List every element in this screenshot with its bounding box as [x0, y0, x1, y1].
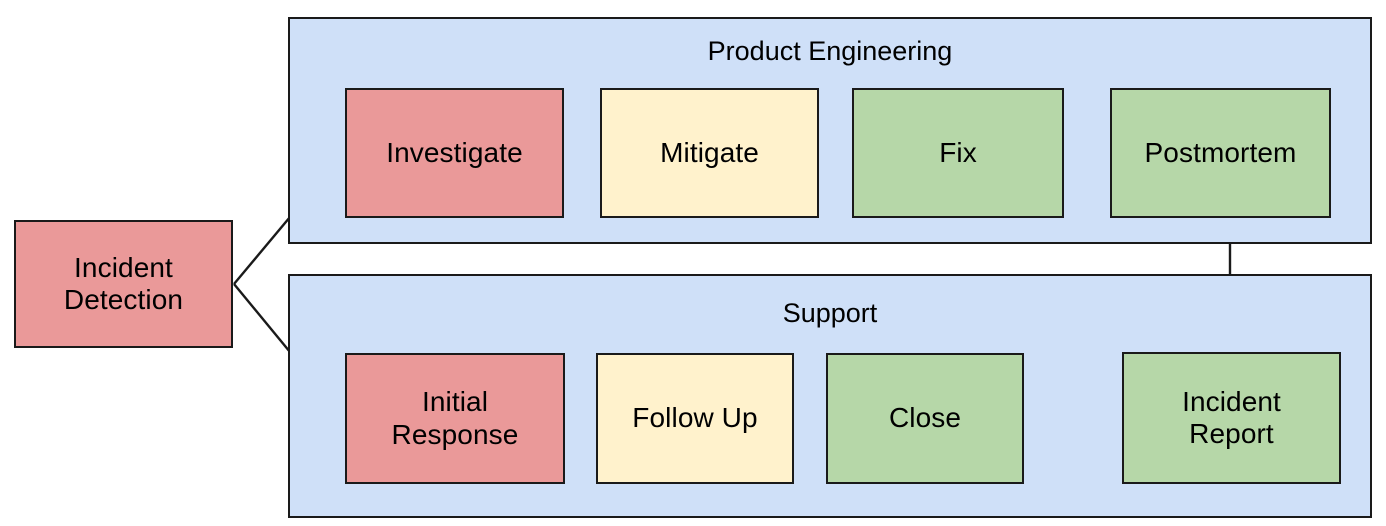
node-incident-detection[interactable]: Incident Detection — [14, 220, 233, 348]
node-close-label: Close — [888, 402, 962, 434]
node-initial-response-line2: Response — [391, 418, 519, 450]
lane-title-support: Support — [782, 298, 878, 328]
node-postmortem[interactable]: Postmortem — [1110, 88, 1331, 218]
node-fix[interactable]: Fix — [852, 88, 1064, 218]
node-follow-up[interactable]: Follow Up — [596, 353, 794, 484]
node-investigate-label: Investigate — [386, 136, 523, 168]
node-initial-response[interactable]: Initial Response — [345, 353, 565, 484]
node-incident-report-line2: Report — [1189, 418, 1274, 449]
node-mitigate-label: Mitigate — [660, 136, 759, 168]
node-incident-report[interactable]: Incident Report — [1122, 352, 1341, 484]
node-postmortem-label: Postmortem — [1144, 136, 1297, 168]
node-mitigate[interactable]: Mitigate — [600, 88, 819, 218]
node-fix-label: Fix — [939, 136, 977, 168]
node-investigate[interactable]: Investigate — [345, 88, 564, 218]
lane-title-product-engineering: Product Engineering — [707, 36, 953, 66]
node-incident-detection-label: Incident Detection — [60, 252, 187, 316]
node-incident-detection-line1: Incident — [74, 251, 173, 283]
node-initial-response-line1: Initial — [421, 386, 489, 418]
node-incident-report-line1: Incident — [1182, 385, 1281, 417]
node-follow-up-label: Follow Up — [632, 402, 758, 434]
node-incident-detection-line2: Detection — [63, 284, 184, 315]
node-incident-report-label: Incident Report — [1178, 386, 1285, 450]
node-initial-response-label: Initial Response — [388, 386, 523, 450]
node-close[interactable]: Close — [826, 353, 1024, 484]
